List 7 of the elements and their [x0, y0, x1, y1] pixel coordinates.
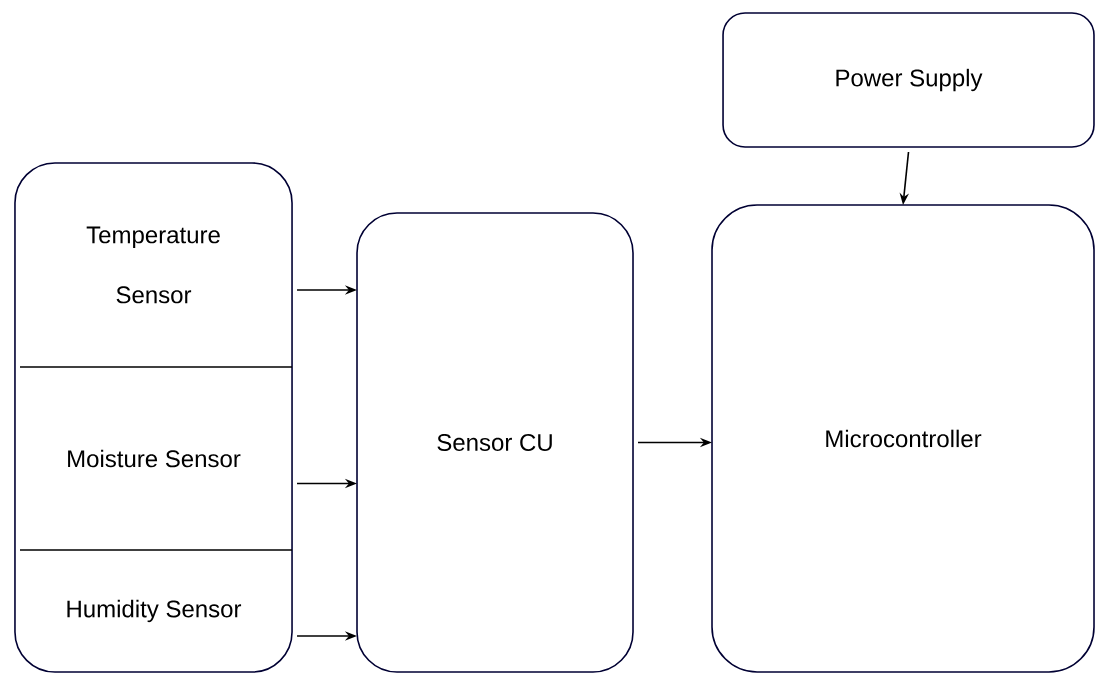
sensor-section: Humidity Sensor [67, 599, 242, 623]
sensor-stack-box [14, 162, 293, 673]
process-box: Sensor CU [356, 212, 634, 673]
process-box: Power Supply [722, 12, 1095, 148]
process-box: Microcontroller [711, 204, 1095, 673]
sensor-section: Moisture Sensor [19, 449, 293, 551]
sensor-section: Temperature Sensor [19, 226, 293, 368]
